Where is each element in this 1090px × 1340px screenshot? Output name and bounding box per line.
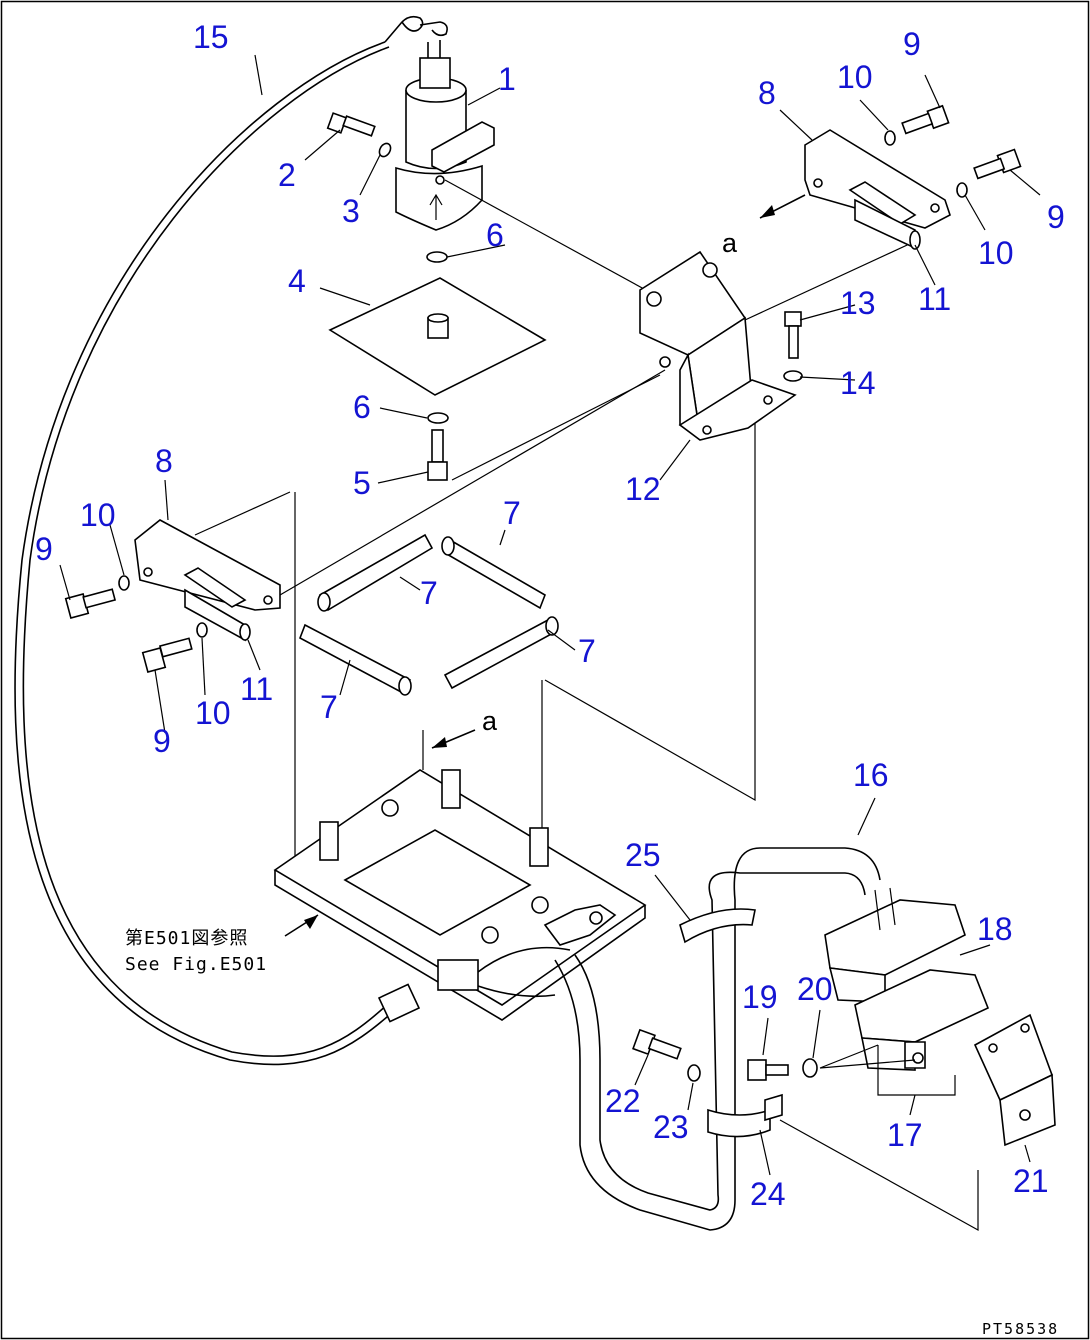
part-6-washer-bottom [427,412,449,424]
callout-20: 20 [797,971,833,1007]
callout-1: 1 [498,61,516,97]
view-a-arrow-top [759,194,806,219]
view-a-label-top: a [722,228,738,258]
callout-7-a: 7 [503,495,521,531]
callout-22: 22 [605,1083,641,1119]
cable-15 [14,15,448,1066]
part-10-washer-a [884,130,896,146]
callout-19: 19 [742,979,778,1015]
callout-21: 21 [1013,1163,1049,1199]
callout-2: 2 [278,157,296,193]
callout-3: 3 [342,193,360,229]
callout-6-bottom: 6 [353,389,371,425]
part-9-bolt-d [141,637,193,673]
part-9-bolt-a [901,104,950,135]
callout-12: 12 [625,471,661,507]
part-12-bracket [639,250,797,441]
callout-15: 15 [193,19,229,55]
part-24-clamp [707,1093,783,1138]
part-14-washer [783,370,803,382]
callout-17: 17 [887,1117,923,1153]
callout-9-b: 9 [1047,199,1065,235]
part-11-rubber-right [854,198,921,250]
part-22-bolt [632,1028,682,1060]
assembly-lines [194,179,979,1232]
callout-9-c: 9 [35,531,53,567]
callout-7-d: 7 [320,689,338,725]
callout-8-left: 8 [155,443,173,479]
callout-10-a: 10 [837,59,873,95]
callout-9-a: 9 [903,26,921,62]
part-6-washer-top [426,251,448,263]
view-a-label-bottom: a [482,706,498,736]
callout-23: 23 [653,1109,689,1145]
part-7-strips [298,533,559,696]
part-4-plate [328,277,547,396]
part-8-bracket-right [804,129,951,229]
callout-4: 4 [288,263,306,299]
part-10-washer-c [118,575,130,591]
part-21-bracket [973,1013,1056,1147]
callout-25: 25 [625,837,661,873]
callout-11-right: 11 [918,281,951,317]
part-9-bolt-c [64,588,117,619]
reference-note-en: See Fig.E501 [125,954,267,975]
callout-6-top: 6 [486,217,504,253]
part-17-leader [819,1044,956,1096]
part-19-bolt [747,1059,789,1081]
callout-11-left: 11 [240,671,273,707]
part-8-bracket-left [134,519,281,611]
callout-8-right: 8 [758,75,776,111]
callout-24: 24 [750,1176,786,1212]
battery-tray [273,730,647,1021]
part-20-washer [802,1058,818,1078]
callout-10-b: 10 [978,235,1014,271]
part-23-washer [687,1064,701,1082]
part-5-bolt [427,429,448,481]
callout-13: 13 [840,285,876,321]
drawing-code: PT58538 [982,1320,1059,1338]
part-18-relay-set [824,887,966,1003]
part-16-harness [554,847,881,1231]
callout-10-c: 10 [80,497,116,533]
part-11-rubber-left [184,588,251,642]
view-a-arrow-bottom [431,729,476,749]
part-2-bolt [326,112,376,137]
part-17-relay-set [854,969,990,1071]
part-3-washer [378,142,392,158]
tray-connector [437,946,571,998]
see-fig-arrow [284,914,319,937]
part-13-bolt [784,311,802,359]
part-1-relay [395,40,495,231]
callout-7-c: 7 [578,633,596,669]
callout-10-d: 10 [195,695,231,731]
callout-9-d: 9 [153,723,171,759]
part-25-clamp [679,908,756,944]
callout-7-b: 7 [420,575,438,611]
callout-leaders [59,54,1041,1176]
part-10-washer-d [196,622,208,638]
callout-18: 18 [977,911,1013,947]
part-9-bolt-b [973,148,1022,180]
callout-16: 16 [853,757,889,793]
part-10-washer-b [956,182,968,198]
callout-5: 5 [353,465,371,501]
callout-14: 14 [840,365,876,401]
reference-note-jp: 第E501図参照 [125,928,248,949]
